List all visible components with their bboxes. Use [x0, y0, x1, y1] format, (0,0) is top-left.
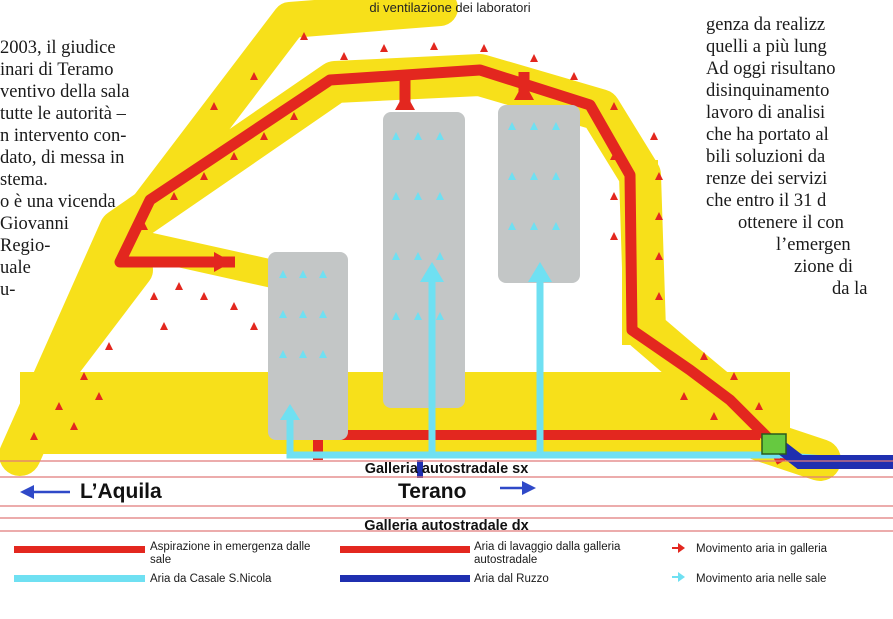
- left-text-line: inari di Teramo: [0, 60, 114, 80]
- right-text-line: lavoro di analisi: [706, 103, 826, 123]
- arrow-left-icon: [20, 485, 70, 499]
- legend-swatch-cyan: [14, 575, 145, 582]
- left-text-line: Giovanni: [0, 214, 69, 234]
- right-text-line: ottenere il con: [738, 213, 844, 233]
- right-text-line: renze dei servizi: [706, 169, 828, 189]
- left-text-line: o è una vicenda: [0, 192, 116, 212]
- gallery-lines: [0, 460, 893, 532]
- legend-label: Aria di lavaggio dalla galleria autostra…: [474, 541, 621, 566]
- right-text-line: che entro il 31 d: [706, 191, 827, 211]
- left-text-line: stema.: [0, 170, 48, 190]
- legend-swatch-red: [14, 546, 145, 553]
- left-text-line: ventivo della sala: [0, 82, 130, 102]
- right-text-line: Ad oggi risultano: [706, 59, 836, 79]
- legend-swatch-red: [340, 546, 470, 553]
- right-text-line: che ha portato al: [706, 125, 829, 145]
- left-text-line: Regio-: [0, 236, 51, 256]
- legend-label: Aspirazione in emergenza dalle sale: [150, 541, 311, 566]
- direction-arrows: [20, 481, 536, 499]
- cyan-arrow-icon: [672, 572, 685, 582]
- left-text-line: 2003, il giudice: [0, 38, 116, 58]
- right-text-line: quelli a più lung: [706, 37, 827, 57]
- gallery-sx-label: Galleria autostradale sx: [364, 461, 529, 477]
- city-label-left: L’Aquila: [80, 480, 162, 503]
- red-arrow-icon: [672, 543, 685, 553]
- left-text-line: dato, di messa in: [0, 148, 125, 168]
- gallery-dx-label: Galleria autostradale dx: [364, 518, 529, 534]
- diagram-caption: di ventilazione dei laboratori: [369, 0, 531, 15]
- cyan-duct: [280, 262, 871, 465]
- left-text-line: uale: [0, 258, 31, 278]
- hall-a: [268, 252, 348, 440]
- right-text-line: disinquinamento: [706, 81, 830, 101]
- right-text-line: bili soluzioni da: [706, 147, 826, 167]
- lab-halls: [268, 105, 580, 440]
- right-text-line: zione di: [794, 257, 854, 277]
- city-label-right: Terano: [398, 480, 467, 503]
- hall-b: [383, 112, 465, 408]
- legend-label: Aria da Casale S.Nicola: [150, 573, 272, 585]
- duct-junction: [761, 433, 787, 455]
- legend-swatch-blue: [340, 575, 470, 582]
- gallery-air-arrows: [30, 32, 763, 440]
- legend-label: Movimento aria in galleria: [696, 543, 828, 555]
- right-text-line: genza da realizz: [706, 15, 826, 35]
- legend-label: Movimento aria nelle sale: [696, 573, 827, 585]
- right-text-line: l’emergen: [776, 235, 851, 255]
- hall-air-arrows: [279, 122, 560, 358]
- arrow-right-icon: [500, 481, 536, 495]
- left-text-line: n intervento con-: [0, 126, 127, 146]
- left-text-line: tutte le autorità –: [0, 104, 126, 124]
- left-text-line: u-: [0, 280, 16, 300]
- right-text-line: da la: [832, 279, 868, 299]
- legend-label: Aria dal Ruzzo: [474, 573, 549, 585]
- hall-c: [498, 105, 580, 283]
